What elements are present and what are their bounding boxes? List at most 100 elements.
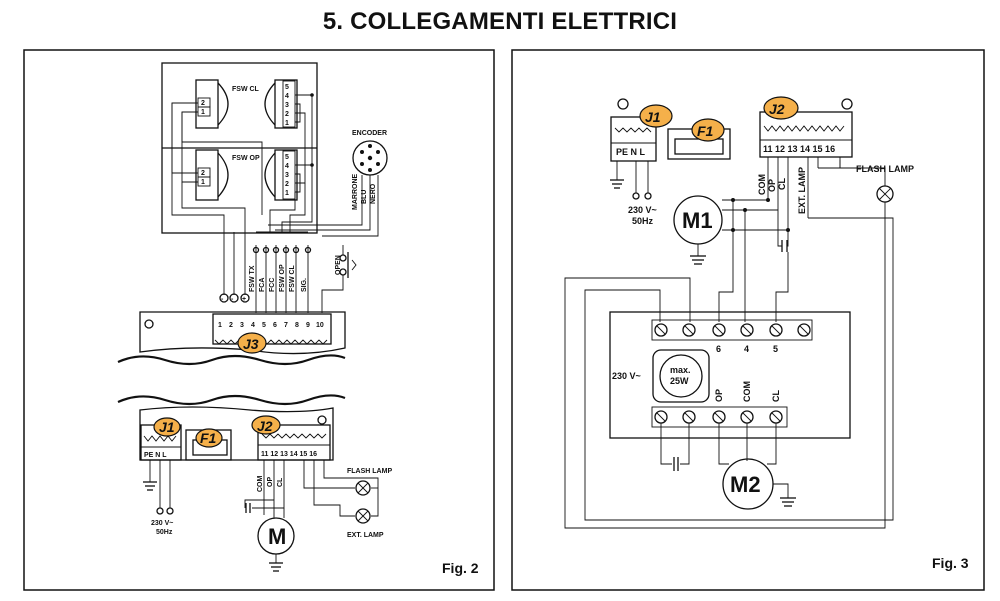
svg-text:10: 10 (316, 322, 324, 329)
fig3-j2-label: J2 (769, 101, 785, 117)
fig3-box-voltage: 230 V~ (612, 371, 641, 381)
svg-text:7: 7 (284, 322, 288, 329)
svg-text:1: 1 (201, 179, 205, 186)
fig3-caption: Fig. 3 (932, 555, 969, 571)
fig3-flash-lamp (876, 185, 894, 203)
fig2-wire-op: OP (267, 477, 274, 487)
j3-label-fsw-tx: FSW TX (249, 265, 256, 292)
fig3-term-4: 4 (744, 344, 749, 354)
fig2-power-v: 230 V~ (151, 520, 173, 527)
fig3-wire-cl: CL (777, 178, 787, 190)
svg-text:2: 2 (285, 111, 289, 118)
fig3-motor-m2-label: M2 (730, 472, 761, 497)
fig2-ext-lamp-label: EXT. LAMP (347, 532, 384, 539)
encoder-wire-nero: NERO (370, 183, 377, 204)
fig3-wire-ext-lamp: EXT. LAMP (797, 167, 807, 214)
svg-text:2: 2 (285, 181, 289, 188)
fig3-upper-terminals (651, 319, 813, 341)
svg-text:4: 4 (285, 163, 289, 170)
svg-text:8: 8 (295, 322, 299, 329)
fig2-f1-badge (195, 428, 223, 448)
fig2-j2-label: J2 (257, 418, 273, 434)
fig3-m2-wire-op: OP (714, 389, 724, 402)
fig3-lamp-max: max. (670, 365, 691, 375)
fig3-power-v: 230 V~ (628, 205, 657, 215)
fig3-j1-label: J1 (645, 109, 661, 125)
fig3-wire-com: COM (757, 174, 767, 195)
fig3-lamp-watt: 25W (670, 376, 689, 386)
fig2-j2-badge (251, 415, 281, 435)
fig3-term-5: 5 (773, 344, 778, 354)
fig2-panel (23, 49, 495, 591)
svg-text:5: 5 (285, 154, 289, 161)
svg-text:2: 2 (201, 170, 205, 177)
fig3-term-6: 6 (716, 344, 721, 354)
svg-text:4: 4 (285, 93, 289, 100)
fsw-cl-label: FSW CL (232, 86, 260, 93)
page-title: 5. COLLEGAMENTI ELETTRICI (322, 8, 678, 35)
fig3-j1-block (610, 116, 657, 162)
encoder-wire-marrone: MARRONE (352, 174, 359, 210)
encoder: ENCODER (352, 130, 388, 176)
open-label: OPEN (335, 255, 342, 275)
svg-text:2: 2 (201, 100, 205, 107)
svg-text:3: 3 (240, 322, 244, 329)
fig2-j2-block (257, 424, 331, 461)
fig2-motor-label: M (268, 524, 286, 549)
j3-sign-1: - (221, 296, 224, 303)
svg-text:4: 4 (251, 322, 255, 329)
fig3-j2-block (759, 111, 853, 158)
fig3-motor-m1-label: M1 (682, 208, 713, 233)
fig3-j1-pins: PE N L (616, 147, 646, 157)
fig3-m2-wire-cl: CL (771, 390, 781, 402)
svg-text:3: 3 (285, 102, 289, 109)
j3-sign-2: - (231, 296, 234, 303)
j3-label-fsw-op: FSW OP (279, 264, 286, 292)
svg-text:1: 1 (201, 109, 205, 116)
fig2-j1-pins: PE N L (144, 452, 167, 459)
fsw-op-photocell: 2 1 5 4 3 2 1 FSW OP (195, 149, 298, 201)
j3-terminal-block (212, 313, 332, 345)
j3-label: J3 (243, 336, 259, 352)
fig3-j2-badge (763, 96, 799, 120)
svg-text:6: 6 (273, 322, 277, 329)
fig3-panel (511, 49, 985, 591)
j3-label-fsw-cl: FSW CL (289, 264, 296, 292)
control-board-bottom (139, 406, 334, 461)
fig3-lower-terminals (651, 406, 788, 428)
fig3-wire-op: OP (767, 179, 777, 192)
fsw-op-label: FSW OP (232, 155, 260, 162)
fig3-j1-badge (639, 104, 673, 128)
j3-label-fca: FCA (259, 278, 266, 292)
fig2-caption: Fig. 2 (442, 560, 479, 576)
fig2-j2-pins: 11 12 13 14 15 16 (261, 451, 317, 458)
fig3-f1-label: F1 (697, 123, 714, 139)
j3-badge (237, 332, 267, 354)
svg-text:1: 1 (285, 120, 289, 127)
fig2-flash-lamp (355, 480, 371, 496)
fig3-f1-badge (691, 118, 725, 142)
fig2-f1-label: F1 (200, 430, 217, 446)
j3-numbers: 1 2 3 4 5 6 7 8 9 10 (218, 322, 324, 329)
fig3-lamp-bulb (659, 354, 703, 398)
encoder-label: ENCODER (352, 130, 387, 137)
fig2-wire-com: COM (257, 476, 264, 493)
fig2-j1-badge (153, 417, 181, 437)
fig3-power-hz: 50Hz (632, 216, 654, 226)
svg-text:5: 5 (285, 84, 289, 91)
fig2-j1-label: J1 (159, 419, 175, 435)
fig3-flash-lamp-label: FLASH LAMP (856, 164, 914, 174)
fig2-wire-cl: CL (277, 477, 284, 487)
fig2-power-hz: 50Hz (156, 529, 173, 536)
fsw-cl-photocell: 2 1 5 4 3 2 1 FSW CL (195, 79, 298, 129)
fig2-flash-lamp-label: FLASH LAMP (347, 468, 392, 475)
open-pushbutton: OPEN (335, 252, 357, 278)
svg-text:3: 3 (285, 172, 289, 179)
svg-text:9: 9 (306, 322, 310, 329)
fig3-ext-lamp-box (609, 311, 851, 439)
j3-label-fcc: FCC (269, 278, 276, 292)
svg-text:1: 1 (285, 190, 289, 197)
j3-sign-3: + (242, 296, 246, 303)
encoder-wire-blu: BLU (361, 190, 368, 204)
